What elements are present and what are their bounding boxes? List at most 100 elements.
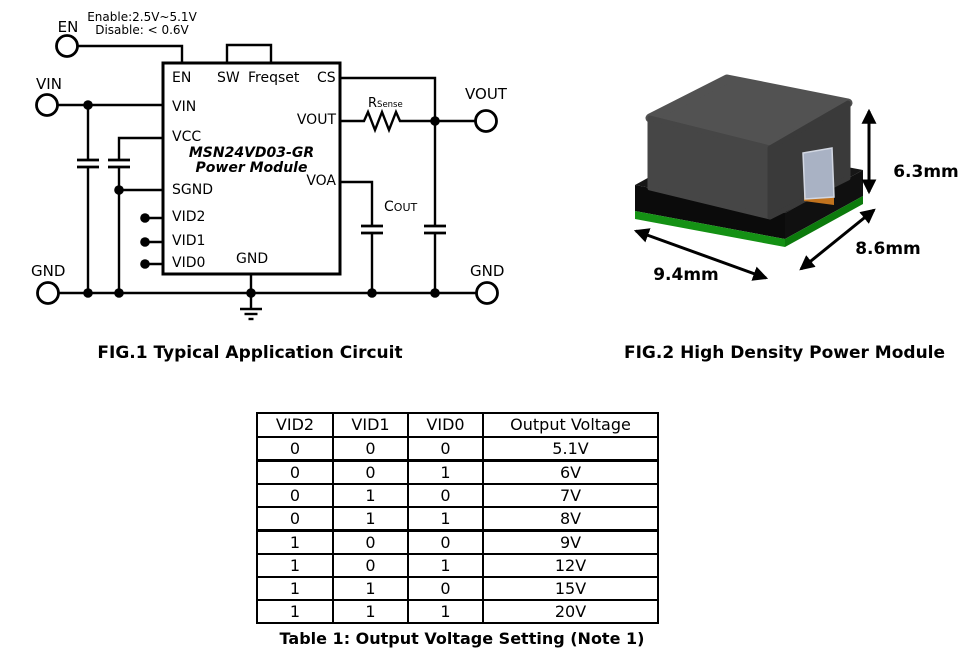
table-cell: 15V — [482, 576, 659, 601]
gnd-left-terminal-label: GND — [31, 262, 66, 280]
en-terminal — [55, 34, 79, 58]
table-cell: 1 — [256, 553, 334, 578]
rsense-symbol: R — [368, 96, 378, 111]
junction-dot — [140, 259, 150, 269]
junction-dot — [114, 288, 124, 298]
en-annotation-line2: Disable: < 0.6V — [95, 23, 189, 37]
table-cell: 0 — [256, 436, 334, 462]
table-cell: 0 — [332, 459, 409, 485]
dim-arrow-width — [633, 228, 769, 281]
junction-dots — [83, 100, 440, 298]
ic-body — [161, 61, 342, 276]
sw-freqset-jumper — [225, 43, 273, 63]
pin-label-vin: VIN — [172, 99, 197, 115]
pin-label-vcc: VCC — [172, 129, 202, 145]
column-header-vid1: VID1 — [332, 412, 409, 438]
table-caption: Table 1: Output Voltage Setting (Note 1) — [279, 629, 645, 648]
column-header-vid2: VID2 — [256, 412, 334, 438]
rsense-label: RSense — [368, 96, 403, 111]
table-cell: 0 — [407, 436, 484, 462]
junction-dot — [367, 288, 377, 298]
junction-dot — [140, 237, 150, 247]
table-cell: 1 — [332, 483, 409, 508]
dim-height-label: 6.3mm — [893, 162, 959, 182]
gnd-right-terminal-label: GND — [470, 262, 505, 280]
voa-wire — [340, 180, 374, 225]
dim-width-label: 9.4mm — [653, 265, 719, 285]
fig1-caption: FIG.1 Typical Application Circuit — [97, 343, 403, 363]
pin-label-freqset: Freqset — [248, 70, 300, 86]
dim-arrow-depth — [799, 208, 876, 271]
table-cell: 1 — [407, 553, 484, 578]
vout-wire-rsense — [340, 108, 476, 134]
table-cell: 1 — [332, 506, 409, 532]
pcb-front-face — [635, 185, 785, 239]
table-cell: 0 — [332, 529, 409, 555]
table-cell: 8V — [482, 506, 659, 532]
vin-terminal — [35, 93, 59, 117]
pin-label-cs: CS — [317, 70, 336, 86]
table-cell: 20V — [482, 599, 659, 624]
module-3d-render — [633, 74, 877, 281]
vout-terminal — [474, 109, 498, 133]
voltage-table-head: VID2 VID1 VID0 Output Voltage — [256, 412, 659, 438]
junction-dot — [246, 288, 256, 298]
table-cell: 0 — [407, 529, 484, 555]
rsense-subscript: Sense — [377, 100, 403, 110]
table-header-row: VID2 VID1 VID0 Output Voltage — [256, 412, 659, 438]
table-cell: 1 — [332, 576, 409, 601]
table-cell: 0 — [256, 459, 334, 485]
fig2-caption: FIG.2 High Density Power Module — [623, 343, 946, 363]
junction-dot — [430, 116, 440, 126]
table-cell: 0 — [332, 436, 409, 462]
junction-dot — [140, 213, 150, 223]
ic-part-name: MSN24VD03-GR — [188, 145, 315, 161]
table-cell: 1 — [256, 599, 334, 624]
table-cell: 0 — [332, 553, 409, 578]
dimension-arrows — [633, 108, 877, 281]
table-cell: 0 — [256, 506, 334, 532]
component-silver-plate — [802, 147, 835, 200]
pin-label-vout: VOUT — [296, 112, 336, 128]
junction-dot — [114, 185, 124, 195]
en-terminal-label: EN — [57, 18, 79, 36]
dim-depth-label: 8.6mm — [855, 239, 921, 259]
table-cell: 9V — [482, 529, 659, 555]
vcc-wire — [117, 136, 163, 159]
cout-subscript: OUT — [393, 201, 418, 214]
table-cell: 0 — [407, 483, 484, 508]
cs-wire — [340, 76, 437, 121]
terminals — [35, 34, 499, 305]
table-cell: 7V — [482, 483, 659, 508]
en-annotation-line1: Enable:2.5V~5.1V — [87, 10, 197, 24]
pin-label-sw: SW — [217, 70, 240, 86]
pin-label-vid0: VID0 — [172, 255, 206, 271]
table-cell: 1 — [332, 599, 409, 624]
pin-label-vid2: VID2 — [172, 209, 206, 225]
gnd-left-terminal — [36, 281, 60, 305]
ic-part-subtitle: Power Module — [195, 160, 308, 176]
table-cell: 1 — [407, 506, 484, 532]
junction-dot — [83, 100, 93, 110]
table-cell: 12V — [482, 553, 659, 578]
vout-terminal-label: VOUT — [465, 85, 507, 103]
column-header-output-voltage: Output Voltage — [482, 412, 659, 438]
gnd-right-terminal — [475, 281, 499, 305]
pin-label-sgnd: SGND — [172, 182, 213, 198]
junction-dot — [430, 288, 440, 298]
pin-label-gnd: GND — [236, 251, 269, 267]
table-cell: 1 — [407, 459, 484, 485]
table-cell: 1 — [256, 576, 334, 601]
en-annotation: Enable:2.5V~5.1V Disable: < 0.6V — [84, 11, 200, 37]
column-header-vid0: VID0 — [407, 412, 484, 438]
